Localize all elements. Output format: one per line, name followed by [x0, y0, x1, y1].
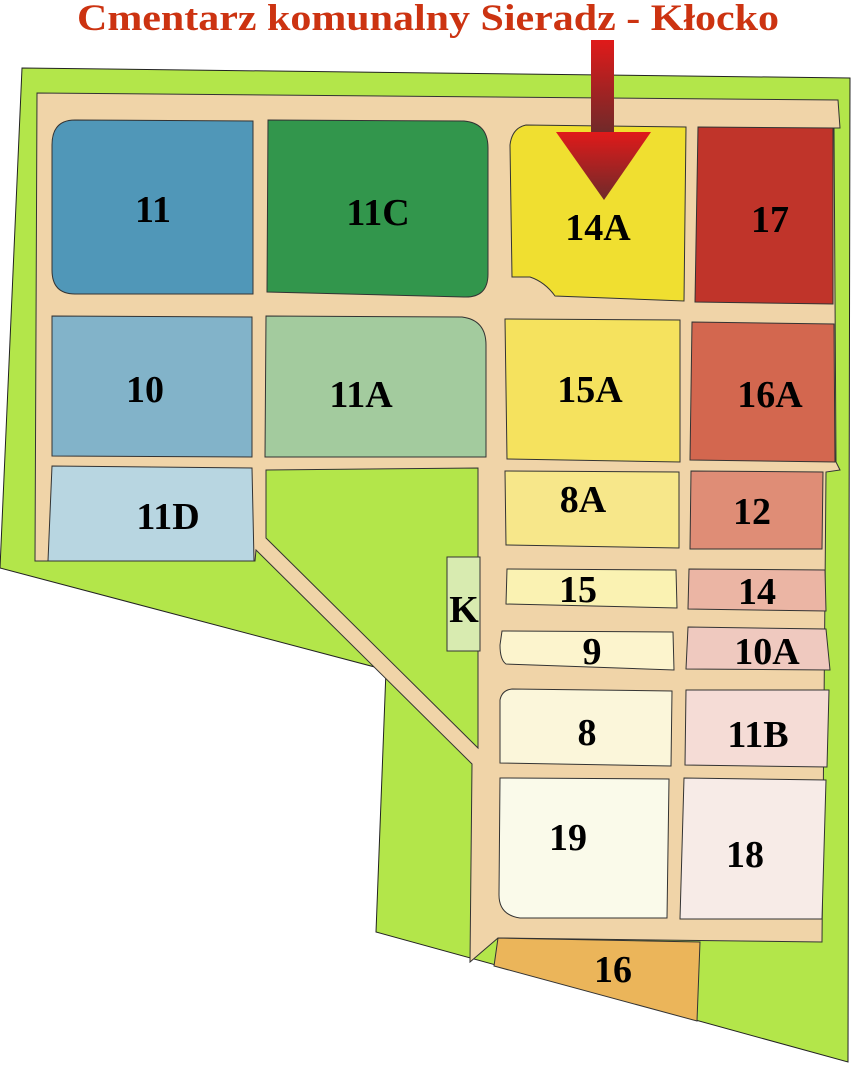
plot-11a[interactable]: 11A	[264, 315, 487, 458]
plot-12[interactable]: 12	[689, 470, 824, 550]
plot-11c[interactable]: 11C	[266, 119, 489, 298]
plot-16[interactable]: 16	[493, 937, 701, 1022]
plot-10a[interactable]: 10A	[685, 626, 831, 673]
plot-label: 15	[559, 569, 597, 611]
plot-15[interactable]: 15	[505, 568, 678, 611]
plot-label: 11	[135, 189, 171, 231]
plot-9[interactable]: 9	[499, 630, 675, 673]
plot-16a[interactable]: 16A	[689, 321, 836, 463]
plot-8a[interactable]: 8A	[504, 470, 680, 549]
plot-label: 17	[751, 199, 789, 241]
plot-14a[interactable]: 14A	[509, 124, 687, 302]
plot-label: 18	[726, 834, 764, 876]
plot-8[interactable]: 8	[499, 688, 673, 767]
plot-label: 16A	[737, 374, 803, 416]
plot-label: 16	[594, 949, 632, 991]
plot-k[interactable]: K	[446, 556, 481, 652]
plot-label: 19	[549, 817, 587, 859]
plot-17[interactable]: 17	[694, 126, 834, 305]
plot-label: 10	[126, 369, 164, 411]
plot-label: 11C	[346, 192, 409, 234]
plot-label: 14A	[565, 207, 631, 249]
plot-14[interactable]: 14	[687, 568, 827, 613]
plot-11d[interactable]: 11D	[47, 465, 255, 562]
plot-11[interactable]: 11	[51, 119, 254, 295]
plot-label: 10A	[734, 631, 800, 673]
plot-19[interactable]: 19	[498, 777, 670, 919]
plot-label: K	[449, 589, 479, 631]
plot-label: 9	[583, 631, 602, 673]
plot-label: 11D	[136, 496, 199, 538]
plot-label: 12	[733, 491, 771, 533]
plot-10[interactable]: 10	[51, 315, 253, 458]
map-title: Cmentarz komunalny Sieradz - Kłocko	[77, 0, 779, 39]
plot-label: 15A	[557, 369, 623, 411]
plot-11b[interactable]: 11B	[684, 689, 830, 768]
plot-18[interactable]: 18	[679, 777, 827, 920]
arrow-down-icon	[556, 40, 651, 200]
plot-label: 14	[738, 571, 776, 613]
plot-label: 11A	[329, 374, 393, 416]
plot-15a[interactable]: 15A	[504, 318, 681, 463]
plot-label: 11B	[727, 714, 788, 756]
plot-label: 8A	[560, 479, 607, 521]
plot-label: 8	[578, 712, 597, 754]
green-area	[265, 467, 479, 750]
